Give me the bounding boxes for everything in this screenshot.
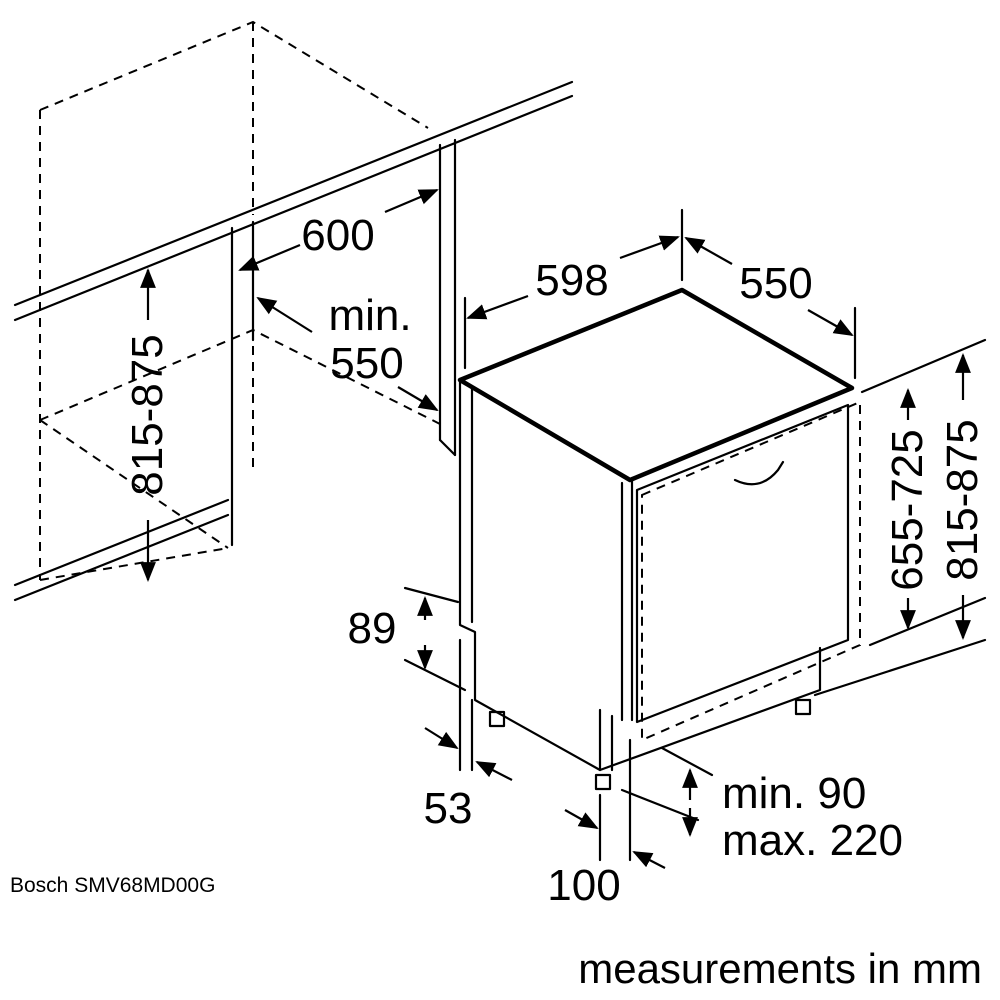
plinth-recess-height-label: 89 <box>348 604 397 653</box>
niche-height-label: 815-875 <box>123 334 172 495</box>
plinth-offset-label: 100 <box>547 861 620 910</box>
dishwasher-drawing <box>403 208 987 869</box>
niche-drawing <box>13 20 574 602</box>
units-caption: measurements in mm <box>578 945 982 992</box>
model-label: Bosch SMV68MD00G <box>10 874 215 897</box>
niche-min-depth-label-2: 550 <box>330 339 403 388</box>
appliance-width-label: 598 <box>535 256 608 305</box>
door-height-label: 655-725 <box>883 429 932 590</box>
niche-width-label: 600 <box>301 211 374 260</box>
appliance-depth-label: 550 <box>739 259 812 308</box>
total-height-label: 815-875 <box>938 419 987 580</box>
foot-setback-label: 53 <box>424 784 473 833</box>
niche-min-depth-label-1: min. <box>328 291 411 340</box>
plinth-height-max-label: max. 220 <box>722 816 903 865</box>
plinth-height-min-label: min. 90 <box>722 769 866 818</box>
